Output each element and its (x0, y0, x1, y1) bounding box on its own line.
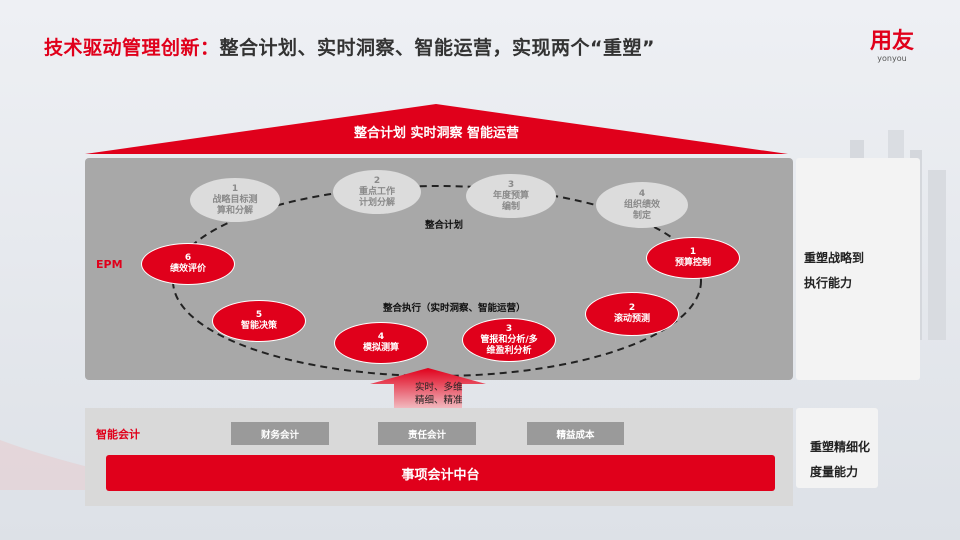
arrow-text-line2: 精细、精准 (415, 395, 463, 406)
exec-node-3[interactable]: 3 管报和分析/多 维盈利分析 (462, 318, 556, 362)
tag-financial-accounting[interactable]: 财务会计 (231, 422, 329, 445)
exec-node-4-num: 4 (377, 332, 385, 342)
exec-node-5-num: 5 (255, 310, 263, 320)
roof-banner (85, 104, 788, 154)
side-box-strategy-line1: 重塑战略到 (804, 251, 865, 265)
tag-lean-cost[interactable]: 精益成本 (527, 422, 624, 445)
side-box-strategy: 重塑战略到 执行能力 (796, 158, 920, 380)
plan-node-4[interactable]: 4 组织绩效 制定 (596, 182, 688, 228)
exec-node-5-text: 智能决策 (240, 321, 277, 331)
plan-center-label: 整合计划 (425, 220, 464, 231)
page-title: 技术驱动管理创新：整合计划、实时洞察、智能运营，实现两个“重塑” (44, 33, 655, 60)
exec-node-4[interactable]: 4 模拟测算 (334, 322, 428, 364)
exec-node-4-text: 模拟测算 (362, 343, 399, 353)
exec-node-5[interactable]: 5 智能决策 (212, 300, 306, 342)
exec-node-6[interactable]: 6 绩效评价 (141, 243, 235, 285)
side-box-measure-line2: 度量能力 (810, 465, 859, 479)
exec-node-3-num: 3 (505, 323, 513, 334)
exec-node-2-num: 2 (628, 303, 636, 313)
plan-node-2-num: 2 (373, 175, 381, 186)
exec-node-1[interactable]: 1 预算控制 (646, 237, 740, 279)
exec-node-6-num: 6 (184, 253, 192, 263)
tag-responsibility-accounting[interactable]: 责任会计 (378, 422, 476, 445)
exec-node-2-text: 滚动预测 (613, 314, 650, 324)
yonyou-logo: 用友 yonyou (870, 30, 914, 63)
exec-node-3-text: 管报和分析/多 维盈利分析 (480, 334, 538, 356)
plan-node-3-text: 年度预算 编制 (492, 190, 529, 212)
plan-node-2[interactable]: 2 重点工作 计划分解 (333, 170, 421, 214)
arrow-text-line1: 实时、多维 (415, 382, 463, 393)
plan-node-4-num: 4 (638, 188, 646, 199)
event-accounting-bar[interactable]: 事项会计中台 (106, 455, 775, 491)
plan-node-1-num: 1 (231, 183, 239, 194)
plan-node-3[interactable]: 3 年度预算 编制 (466, 174, 556, 218)
page-title-text: 整合计划、实时洞察、智能运营，实现两个“重塑” (219, 37, 655, 59)
logo-en: yonyou (877, 54, 907, 63)
side-box-measure: 重塑精细化 度量能力 (796, 408, 878, 488)
arrow-text: 实时、多维 精细、精准 (415, 381, 463, 407)
epm-label: EPM (96, 258, 123, 271)
logo-cn: 用友 (869, 29, 914, 54)
exec-node-2[interactable]: 2 滚动预测 (585, 292, 679, 336)
plan-node-1-text: 战略目标测 算和分解 (212, 194, 258, 216)
accounting-label: 智能会计 (96, 428, 140, 441)
exec-node-1-num: 1 (689, 247, 697, 257)
exec-node-1-text: 预算控制 (674, 258, 711, 268)
plan-node-2-text: 重点工作 计划分解 (358, 186, 395, 208)
roof-banner-label: 整合计划 实时洞察 智能运营 (353, 126, 520, 141)
exec-center-label: 整合执行（实时洞察、智能运营） (383, 303, 526, 314)
plan-node-4-text: 组织绩效 制定 (623, 199, 660, 221)
exec-node-6-text: 绩效评价 (169, 264, 206, 274)
cycle-path (172, 185, 702, 377)
page-title-highlight: 技术驱动管理创新： (44, 37, 220, 59)
plan-node-1[interactable]: 1 战略目标测 算和分解 (190, 178, 280, 222)
upward-arrow-icon (370, 368, 486, 410)
side-box-strategy-line2: 执行能力 (804, 276, 853, 290)
side-box-measure-line1: 重塑精细化 (810, 440, 871, 454)
plan-node-3-num: 3 (507, 179, 515, 190)
background-decoration-left (0, 440, 100, 490)
